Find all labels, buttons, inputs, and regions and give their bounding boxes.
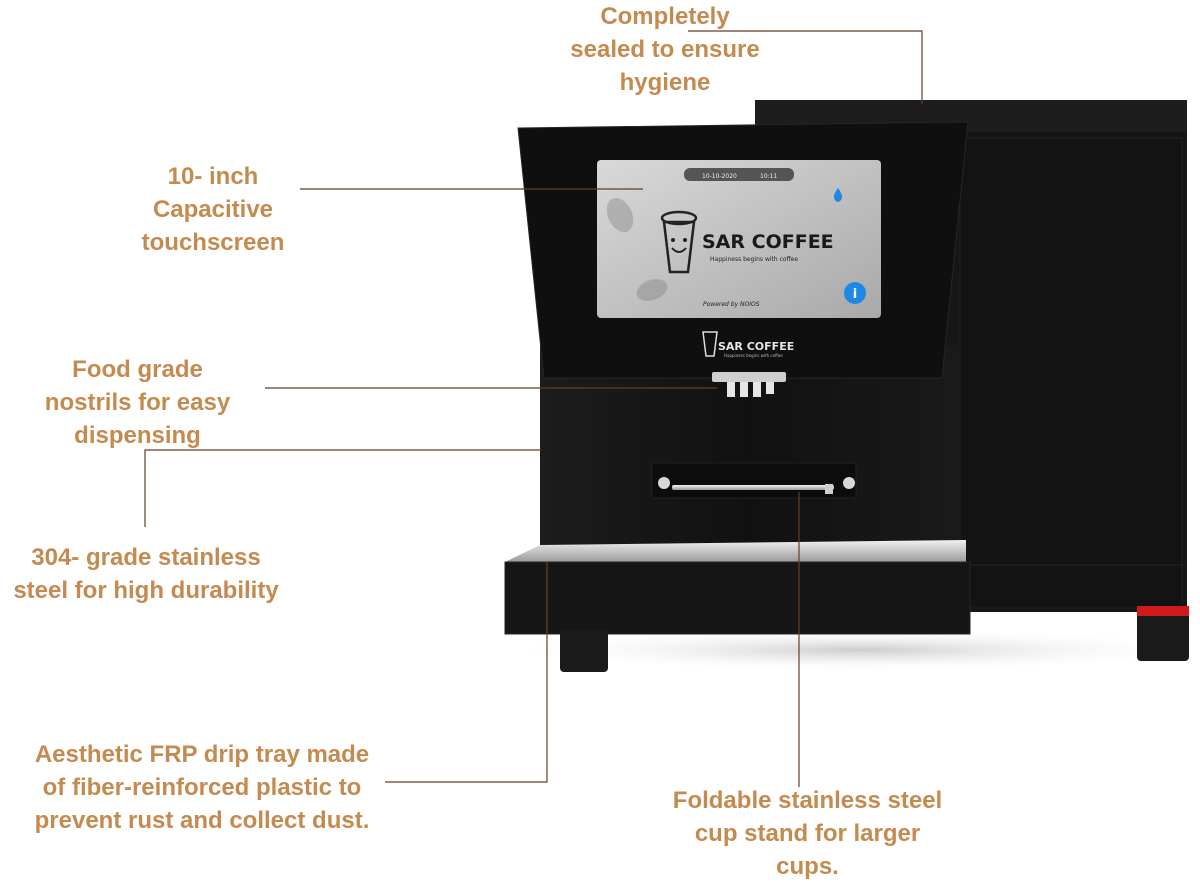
callout-nostrils: Food grade nostrils for easy dispensing — [15, 353, 260, 452]
callout-steel-line-1: 304- grade stainless — [31, 544, 261, 571]
screen-tagline: Happiness begins with coffee — [710, 256, 798, 263]
info-icon[interactable]: i — [844, 282, 866, 304]
touchscreen[interactable]: 10-10-2020 10:11 SAR COFFEE Happiness be… — [597, 160, 881, 318]
callout-nostrils-line-1: Food grade — [72, 356, 203, 383]
front-logo: SAR COFFEE Happiness begins with coffee — [702, 331, 794, 358]
front-logo-brand: SAR COFFEE — [718, 340, 794, 353]
callout-sealed-line-2: sealed to ensure — [570, 36, 760, 63]
drip-tray — [504, 540, 971, 635]
screen-time: 10:11 — [760, 173, 777, 180]
callout-nostrils-line-2: nostrils for easy — [44, 389, 231, 416]
callout-cup-stand: Foldable stainless steel cup stand for l… — [655, 784, 960, 883]
callout-touchscreen-line-3: touchscreen — [141, 229, 285, 256]
leader-lines — [144, 30, 923, 787]
right-foot — [1137, 606, 1189, 661]
svg-text:i: i — [853, 287, 857, 302]
screen-date: 10-10-2020 — [702, 173, 737, 180]
callout-cup-stand-line-1: Foldable stainless steel — [672, 787, 943, 814]
callout-sealed: Completely sealed to ensure hygiene — [520, 0, 810, 99]
water-drop-icon — [834, 188, 842, 202]
callout-cup-stand-line-3: cups. — [776, 853, 839, 880]
cup-mascot-icon — [660, 210, 698, 274]
floor-shadow — [500, 628, 1200, 672]
dispensing-nozzles — [712, 372, 786, 397]
callout-drip-tray-line-2: of fiber-reinforced plastic to — [42, 774, 362, 801]
screen-powered-by: Powered by NOIOS — [703, 301, 760, 308]
callout-drip-tray-line-1: Aesthetic FRP drip tray made — [34, 741, 370, 768]
callout-nostrils-line-3: dispensing — [74, 422, 201, 449]
callout-touchscreen: 10- inch Capacitive touchscreen — [108, 160, 318, 259]
callout-cup-stand-line-2: cup stand for larger — [694, 820, 921, 847]
callout-steel-line-2: steel for high durability — [13, 577, 279, 604]
callout-sealed-line-1: Completely — [600, 3, 730, 30]
screen-brand: SAR COFFEE — [702, 231, 834, 253]
left-foot — [560, 630, 608, 672]
callout-sealed-line-3: hygiene — [619, 69, 711, 96]
callout-drip-tray: Aesthetic FRP drip tray made of fiber-re… — [10, 738, 394, 837]
callout-touchscreen-line-1: 10- inch — [167, 163, 259, 190]
callout-steel: 304- grade stainless steel for high dura… — [0, 541, 292, 607]
front-logo-tagline: Happiness begins with coffee — [724, 353, 783, 358]
cup-stand — [651, 462, 857, 499]
callout-touchscreen-line-2: Capacitive — [152, 196, 274, 223]
callout-drip-tray-line-3: prevent rust and collect dust. — [34, 807, 370, 834]
coffee-bean-icon — [606, 197, 668, 301]
